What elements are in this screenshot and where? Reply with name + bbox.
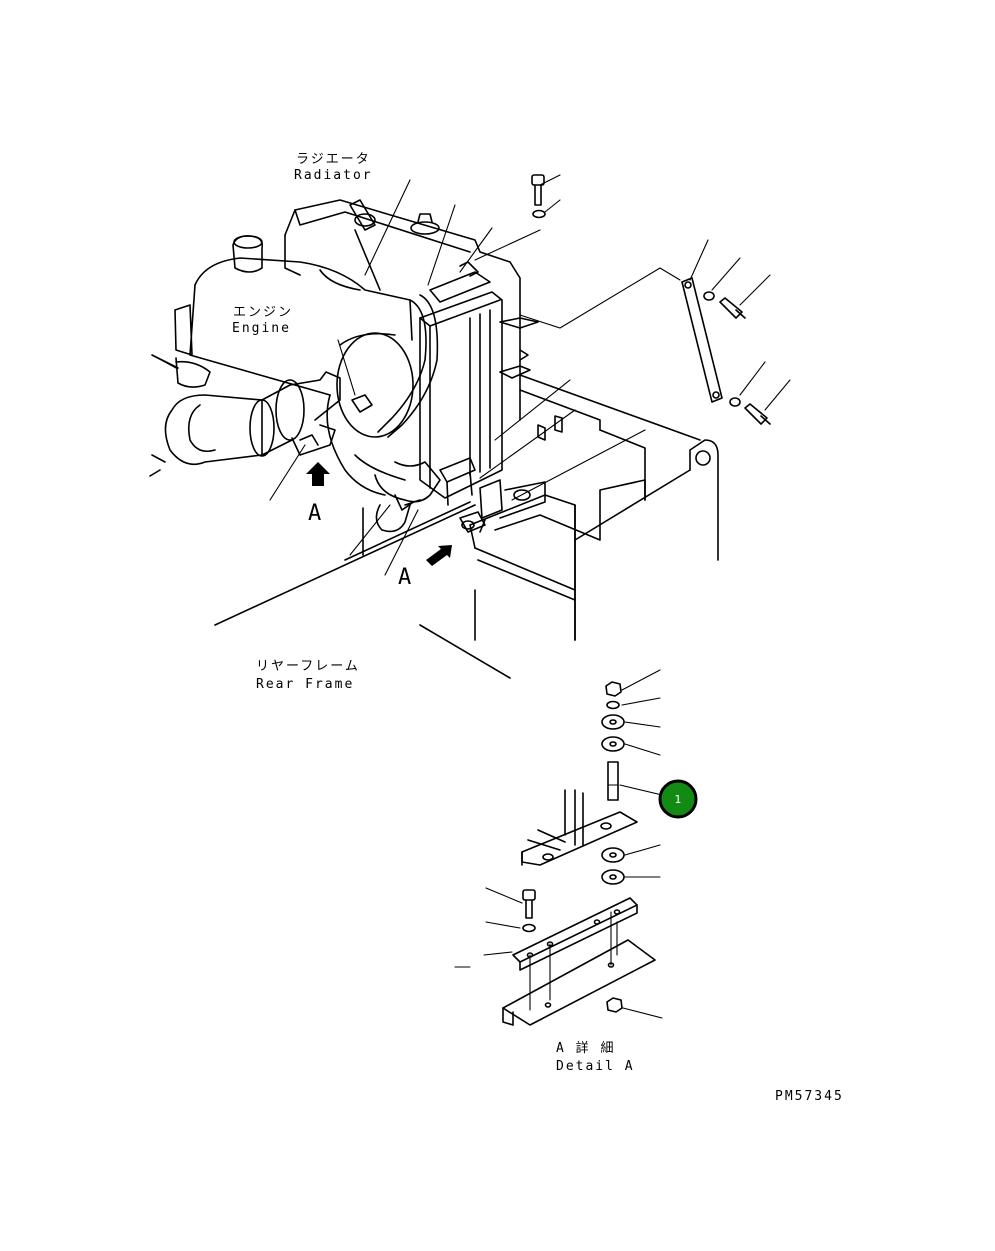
rear-frame-drawing	[214, 374, 719, 679]
engine-label-jp: エンジン	[233, 305, 293, 320]
engine-label-en: Engine	[232, 321, 291, 336]
radiator-label-jp: ラジエータ	[296, 152, 371, 167]
leader-lines	[151, 174, 791, 576]
detail-a-label-en: Detail A	[556, 1059, 635, 1074]
callout-1[interactable]: 1	[658, 779, 698, 819]
rear-frame-label-jp: リヤーフレーム	[256, 659, 360, 674]
callout-1-number: 1	[675, 793, 682, 806]
engine-drawing	[149, 235, 441, 533]
rear-frame-label-en: Rear Frame	[256, 677, 354, 692]
radiator-drawing	[284, 199, 546, 533]
radiator-label-en: Radiator	[294, 168, 373, 183]
detail-a-label-jp: A 詳 細	[556, 1040, 615, 1056]
view-arrow-diagonal	[426, 545, 452, 566]
drawing-number: PM57345	[775, 1089, 844, 1104]
stay-rod-parts	[531, 174, 771, 425]
detail-a-drawing	[454, 669, 663, 1026]
view-a-label-lower: A	[398, 565, 411, 590]
view-arrow-up	[306, 462, 330, 486]
view-a-label-upper: A	[308, 501, 321, 526]
